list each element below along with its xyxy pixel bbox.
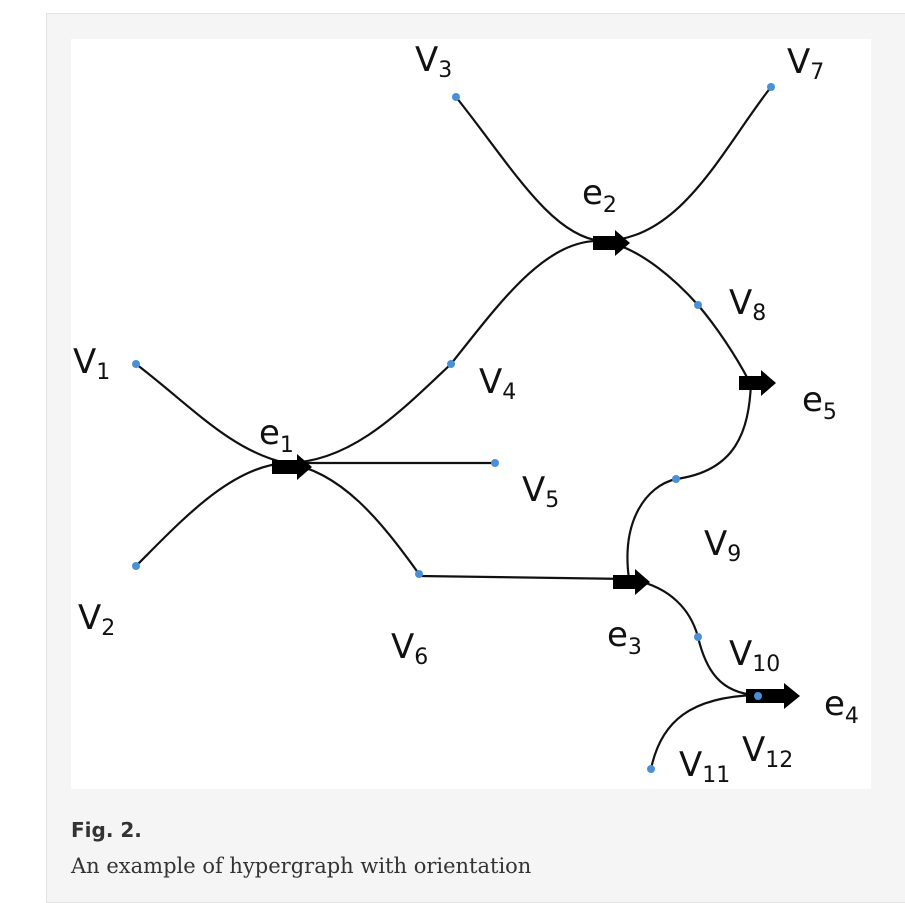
vertex-label-v1: V1 xyxy=(73,342,110,385)
vertex-dot-v5 xyxy=(491,459,499,467)
vertex-label-v12: V12 xyxy=(742,730,793,773)
e4-arrow-icon xyxy=(746,683,800,709)
vertex-label-v2: V2 xyxy=(78,598,115,641)
vertex-dot-v7 xyxy=(767,83,775,91)
edge-v1-e1 xyxy=(134,362,288,465)
vertex-dot-v11 xyxy=(647,765,655,773)
e3-arrow-icon xyxy=(613,569,650,595)
edge-e1-v4 xyxy=(284,362,453,465)
hyperedge-arrows xyxy=(272,230,800,709)
hyperedge-label-e4: e4 xyxy=(824,684,859,729)
figure-caption: An example of hypergraph with orientatio… xyxy=(71,854,532,878)
vertex-dot-v8 xyxy=(694,301,702,309)
edge-v2-e1 xyxy=(134,461,288,568)
vertex-label-v9: V9 xyxy=(704,524,741,567)
edge-v4-e2 xyxy=(449,239,603,366)
edge-v9-e5 xyxy=(674,381,753,481)
edge-v11-e4 xyxy=(649,693,758,771)
vertex-label-v8: V8 xyxy=(729,283,766,326)
vertex-label-v4: V4 xyxy=(479,362,516,405)
edge-e3-v9 xyxy=(626,477,678,581)
hyperedge-label-e3: e3 xyxy=(607,615,642,660)
vertex-dot-v4 xyxy=(447,360,455,368)
vertex-label-v11: V11 xyxy=(679,745,730,788)
vertex-label-v10: V10 xyxy=(729,634,780,677)
edge-v8-e5 xyxy=(696,303,751,383)
vertex-dot-v9 xyxy=(672,475,680,483)
vertex-label-v6: V6 xyxy=(391,627,428,670)
edge-v7-e2 xyxy=(599,85,773,243)
e1-arrow-icon xyxy=(272,454,312,480)
e2-arrow-icon xyxy=(593,230,630,256)
vertex-dot-v2 xyxy=(132,562,140,570)
hyperedge-label-e5: e5 xyxy=(802,380,837,425)
vertex-label-v3: V3 xyxy=(415,40,452,83)
hyperedge-label-e2: e2 xyxy=(582,173,617,218)
vertex-dot-v1 xyxy=(132,360,140,368)
edge-v6-e3 xyxy=(417,574,631,581)
e5-arrow-icon xyxy=(739,370,776,396)
figure-label: Fig. 2. xyxy=(71,818,142,842)
vertex-dot-v10 xyxy=(694,633,702,641)
vertex-dot-v12 xyxy=(754,692,762,700)
vertex-label-v5: V5 xyxy=(522,470,559,513)
figure-card: V1 V2 V3 V4 V5 V6 V7 V8 V9 V10 V11 V12 e… xyxy=(46,13,905,903)
edge-v3-e2 xyxy=(454,95,603,243)
hyperedge-label-e1: e1 xyxy=(259,413,294,458)
vertex-dot-v3 xyxy=(452,93,460,101)
vertex-label-v7: V7 xyxy=(787,42,824,85)
hypergraph-diagram: V1 V2 V3 V4 V5 V6 V7 V8 V9 V10 V11 V12 e… xyxy=(71,39,871,789)
vertex-dot-v6 xyxy=(415,570,423,578)
edge-e1-v6 xyxy=(284,461,421,576)
